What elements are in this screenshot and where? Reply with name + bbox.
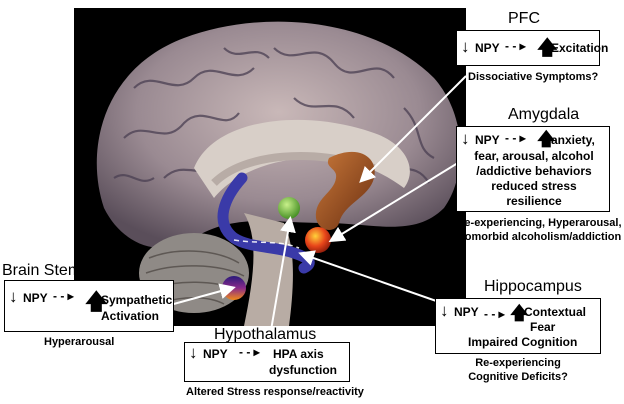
hippocampus-effect-line3: Impaired Cognition — [468, 335, 578, 349]
up-arrow-icon: 🡅 — [537, 37, 558, 59]
pfc-npy: NPY — [475, 41, 500, 55]
pfc-box: ↓ NPY - - ▸ 🡅 Excitation — [456, 30, 608, 66]
down-arrow-icon: ↓ — [461, 129, 470, 148]
down-arrow-icon: ↓ — [9, 287, 18, 306]
up-arrow-icon: 🡅 — [85, 289, 108, 314]
amygdala-effect-line5: resilience — [506, 194, 562, 208]
down-arrow-icon: ↓ — [461, 37, 470, 56]
hypothalamus-npy: NPY — [203, 347, 228, 361]
amygdala-box: ↓ NPY - - ▸ 🡅 anxiety, fear, arousal, al… — [456, 126, 610, 212]
amygdala-effect-line1: anxiety, — [551, 133, 595, 147]
hippocampus-note-line1: Re-experiencing — [475, 357, 561, 369]
brainstem-box: ↓ NPY - - ▸ 🡅 Sympathetic Activation — [4, 280, 174, 332]
hippocampus-effect-line2: Fear — [530, 320, 556, 334]
hippocampus-npy: NPY — [454, 305, 479, 319]
hippocampus-box: ↓ NPY - - ▸ 🡅 Contextual Fear Impaired C… — [435, 298, 601, 354]
hypothalamus-title: Hypothalamus — [214, 326, 317, 343]
brain-photo — [74, 8, 466, 326]
pfc-note: Dissociative Symptoms? — [468, 71, 599, 83]
brainstem-title: Brain Stem — [2, 262, 82, 279]
hypothalamus-connector — [269, 216, 296, 337]
brainstem-npy: NPY — [23, 291, 48, 305]
hippocampus-note: Re-experiencing Cognitive Deficits? — [448, 356, 588, 384]
dashed-arrow-icon: - - ▸ — [239, 345, 260, 359]
amygdala-effect-text: fear, arousal, alcohol /addictive behavi… — [457, 149, 611, 209]
amygdala-effect-line4: reduced stress — [491, 179, 577, 193]
amygdala-note-line2: Comorbid alcoholism/addiction — [456, 231, 622, 243]
brainstem-note: Hyperarousal — [44, 336, 115, 348]
pfc-connector — [359, 75, 467, 183]
hypothalamus-effect-line1: HPA axis — [273, 347, 324, 361]
amygdala-connector — [328, 157, 467, 243]
hypothalamus-effect-line2: dysfunction — [269, 363, 337, 377]
brainstem-effect-line2: Activation — [101, 309, 160, 323]
up-arrow-icon: 🡅 — [510, 303, 529, 323]
dashed-arrow-icon: - - ▸ — [505, 39, 526, 53]
amygdala-title: Amygdala — [508, 106, 580, 123]
hippocampus-title: Hippocampus — [484, 278, 582, 295]
amygdala-note-line1: Re-experiencing, Hyperarousal, — [456, 217, 622, 229]
amygdala-effect-line2: fear, arousal, alcohol — [474, 149, 594, 163]
dashed-arrow-icon: - - ▸ — [484, 307, 505, 321]
hypothalamus-box: ↓ NPY - - ▸ HPA axis dysfunction — [184, 342, 350, 382]
amygdala-effect-line3: /addictive behaviors — [476, 164, 592, 178]
amygdala-note: Re-experiencing, Hyperarousal, Comorbid … — [456, 216, 622, 244]
amygdala-npy: NPY — [475, 133, 500, 147]
down-arrow-icon: ↓ — [189, 343, 198, 362]
brain-illustration — [74, 8, 466, 326]
pfc-effect: Excitation — [551, 41, 609, 55]
brainstem-effect-line1: Sympathetic — [101, 293, 173, 307]
pfc-title: PFC — [508, 10, 540, 27]
down-arrow-icon: ↓ — [440, 301, 449, 320]
dashed-arrow-icon: - - ▸ — [53, 289, 74, 303]
dashed-arrow-icon: - - ▸ — [505, 131, 526, 145]
brainstem-connector — [169, 283, 236, 306]
up-arrow-icon: 🡅 — [537, 129, 556, 149]
hippocampus-effect-line1: Contextual — [524, 305, 587, 319]
hippocampus-note-line2: Cognitive Deficits? — [468, 371, 568, 383]
hypothalamus-note: Altered Stress response/reactivity — [186, 386, 364, 398]
